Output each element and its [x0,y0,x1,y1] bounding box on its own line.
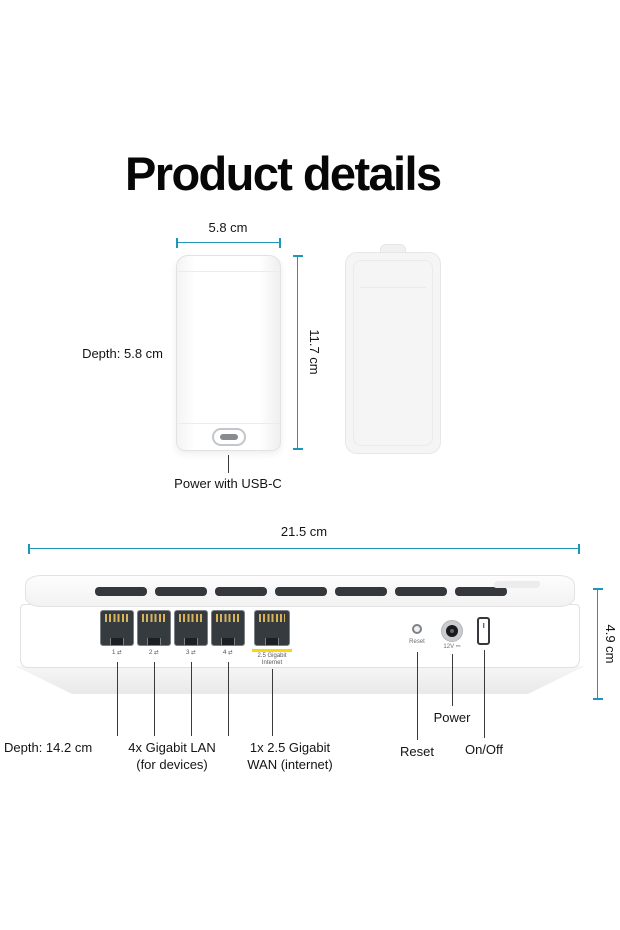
wan-callout-line [271,669,273,736]
lan-port-3-label: 3⇄ [185,649,197,656]
wan-port-label: 2.5 Gigabit Internet [257,653,287,667]
vent-slot [275,587,327,596]
wan-callout-label: 1x 2.5 Gigabit WAN (internet) [247,740,333,772]
extender-width-label: 5.8 cm [208,220,248,235]
wan-port [254,610,290,646]
lan1-callout-line [116,662,118,736]
power-jack-label: 12V ⎓ [443,644,461,650]
router-height-label: 4.9 cm [603,624,618,664]
reset-callout-line [416,652,418,740]
onoff-callout-line [483,650,485,738]
vent-slot [455,587,507,596]
onoff-callout-label: On/Off [464,742,504,757]
vent-slot [335,587,387,596]
lan-port-1-label: 1⇄ [111,649,123,656]
usb-c-port [211,428,246,446]
lan2-callout-line [153,662,155,736]
brand-logo [493,581,541,588]
page-title: Product details [125,147,442,200]
ethernet-arrows-icon: ⇄ [154,650,160,656]
router-height-dimension-line [592,588,603,700]
wan-highlight-underline [252,649,292,652]
router-width-label: 21.5 cm [280,524,328,539]
lan-port-4 [211,610,245,646]
extender-front-view [176,255,281,451]
vent-slot [155,587,207,596]
lan4-callout-line [227,662,229,736]
lan3-callout-line [190,662,192,736]
ethernet-arrows-icon: ⇄ [228,650,234,656]
extender-depth-label: Depth: 5.8 cm [82,346,163,361]
extender-back-view [345,252,441,454]
power-callout-label: Power [433,710,471,725]
usb-c-callout-line [227,455,229,473]
lan-port-1 [100,610,134,646]
lan-port-4-label: 4⇄ [222,649,234,656]
extender-height-label: 11.7 cm [307,329,322,375]
reset-callout-label: Reset [400,744,434,759]
vent-slot [95,587,147,596]
lan-callout-label: 4x Gigabit LAN (for devices) [128,740,216,772]
reset-button [412,624,422,634]
router-depth-label: Depth: 14.2 cm [4,740,93,755]
ethernet-arrows-icon: ⇄ [117,650,123,656]
power-jack [441,620,463,642]
on-off-switch [477,617,490,645]
lan-port-2 [137,610,171,646]
router-base [15,666,585,694]
power-callout-line [451,654,453,706]
vent-slot [395,587,447,596]
usb-c-callout-label: Power with USB-C [174,476,282,491]
vent-slot [215,587,267,596]
ethernet-arrows-icon: ⇄ [191,650,197,656]
extender-width-dimension-line [176,238,281,248]
router-width-dimension-line [28,544,580,554]
reset-port-label: Reset [409,639,425,645]
extender-height-dimension-line [292,255,303,450]
lan-port-2-label: 2⇄ [148,649,160,656]
lan-port-3 [174,610,208,646]
